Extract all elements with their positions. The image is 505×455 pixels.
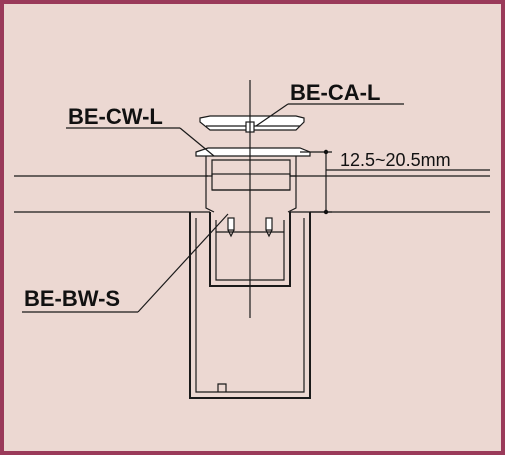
screw-left <box>227 217 235 238</box>
label-be-ca-l: BE-CA-L <box>290 80 380 105</box>
label-be-cw-l: BE-CW-L <box>68 104 163 129</box>
leader-be-ca-l: BE-CA-L <box>255 80 404 127</box>
be-ca-l-cap <box>199 115 305 133</box>
label-be-bw-s: BE-BW-S <box>24 286 120 311</box>
leader-be-cw-l: BE-CW-L <box>66 104 215 157</box>
screw-right <box>265 217 273 238</box>
dimension-label: 12.5~20.5mm <box>340 150 451 170</box>
ceiling-board <box>14 175 490 213</box>
leader-be-bw-s: BE-BW-S <box>22 213 229 313</box>
be-cw-l-ring <box>195 147 311 213</box>
dimension-indicator: 12.5~20.5mm <box>300 149 490 215</box>
